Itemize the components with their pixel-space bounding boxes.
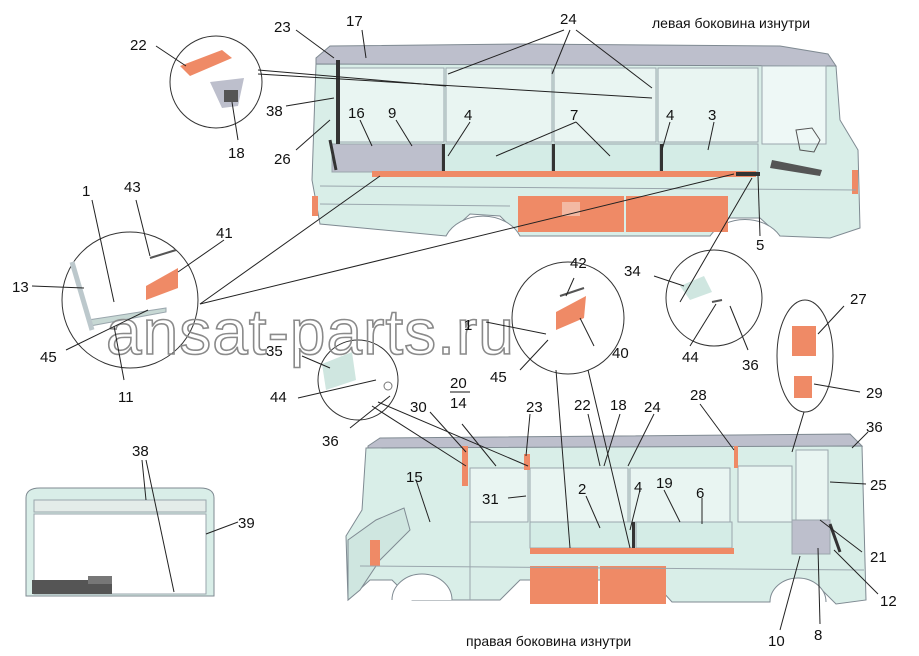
callout-3: 3 — [708, 107, 716, 124]
callout-24b: 24 — [644, 399, 661, 416]
callout-22b: 22 — [574, 397, 591, 414]
callout-30: 30 — [410, 399, 427, 416]
callout-38: 38 — [132, 443, 149, 460]
callout-35b: 36 — [322, 433, 339, 450]
leader-lines — [31, 29, 879, 631]
callout-1a: 1 — [82, 183, 90, 200]
callout-8: 8 — [814, 627, 822, 644]
callout-43: 43 — [124, 179, 141, 196]
callout-35a: 36 — [742, 357, 759, 374]
right-side-bus — [345, 433, 867, 605]
callout-37: 38 — [266, 103, 283, 120]
callout-25: 25 — [870, 477, 887, 494]
callout-18: 18 — [228, 145, 245, 162]
callout-labels: 17 23 24 22 38 18 26 16 9 4 7 4 3 5 1 43… — [12, 11, 897, 650]
detail-circle-left-sill — [61, 231, 199, 369]
windshield-frame — [25, 487, 215, 597]
detail-circle-34 — [317, 339, 399, 421]
callout-12: 12 — [880, 593, 897, 610]
callout-33: 34 — [624, 263, 641, 280]
callout-10: 10 — [768, 633, 785, 650]
callout-44a: 44 — [682, 349, 699, 366]
callout-31: 31 — [482, 491, 499, 508]
watermark: ansat-parts.ru — [106, 296, 515, 368]
detail-circle-22 — [169, 35, 263, 129]
callout-34: 35 — [266, 343, 283, 360]
callout-2: 2 — [578, 481, 586, 498]
callout-36: 36 — [866, 419, 883, 436]
callout-39: 39 — [238, 515, 255, 532]
callout-19: 19 — [656, 475, 673, 492]
callout-4a: 4 — [464, 107, 472, 124]
caption-right-side: правая боковина изнутри — [466, 633, 631, 649]
callout-45b: 45 — [490, 369, 507, 386]
callout-13: 13 — [12, 279, 29, 296]
detail-circle-right-sill — [511, 261, 625, 375]
callout-5: 5 — [756, 237, 764, 254]
callout-9: 9 — [388, 105, 396, 122]
callout-6: 6 — [696, 485, 704, 502]
callout-23: 23 — [274, 19, 291, 36]
callout-14: 14 — [450, 395, 467, 412]
callout-27: 27 — [850, 291, 867, 308]
caption-left-side: левая боковина изнутри — [652, 15, 810, 31]
callout-21: 21 — [870, 549, 887, 566]
callout-15: 15 — [406, 469, 423, 486]
callout-42: 42 — [570, 255, 587, 272]
callout-44b: 44 — [270, 389, 287, 406]
callout-18b: 18 — [610, 397, 627, 414]
callout-45a: 45 — [40, 349, 57, 366]
callout-17: 17 — [346, 13, 363, 30]
callout-41: 41 — [216, 225, 233, 242]
detail-circle-33 — [665, 249, 763, 347]
callout-23b: 23 — [526, 399, 543, 416]
callout-26: 26 — [274, 151, 291, 168]
callout-11: 11 — [118, 389, 134, 406]
callout-7a: 7 — [570, 107, 578, 124]
callout-29: 29 — [866, 385, 883, 402]
callout-16: 16 — [348, 105, 365, 122]
left-side-bus — [311, 43, 861, 239]
callout-40: 40 — [612, 345, 629, 362]
callout-24: 24 — [560, 11, 577, 28]
callout-4b: 4 — [666, 107, 674, 124]
callout-22: 22 — [130, 37, 147, 54]
callout-4c: 4 — [634, 479, 642, 496]
callout-20: 20 — [450, 375, 467, 392]
detail-ellipse-27-29 — [776, 299, 834, 413]
callout-28: 28 — [690, 387, 707, 404]
callout-1b: 1 — [464, 317, 472, 334]
